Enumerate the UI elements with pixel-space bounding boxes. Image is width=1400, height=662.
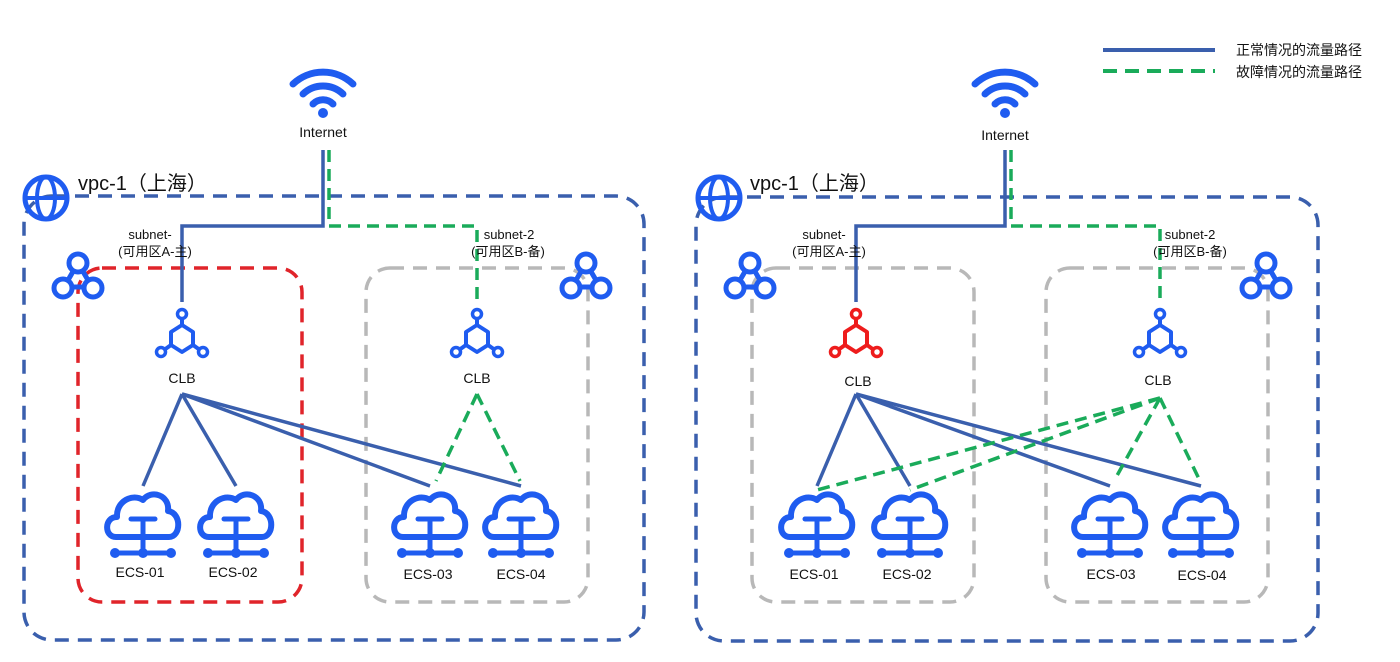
internet-wifi-icon bbox=[293, 72, 353, 118]
subnet-b-icon bbox=[1242, 254, 1290, 297]
subnet-b-zone: (可用区B-备) bbox=[1153, 244, 1227, 259]
ecs-04-icon bbox=[1165, 494, 1236, 558]
ecs-01-icon bbox=[107, 494, 178, 558]
vpc-globe-icon bbox=[698, 177, 740, 219]
ecs-04-icon bbox=[485, 494, 556, 558]
ecs-01-label: ECS-01 bbox=[115, 564, 165, 580]
clb-a-label: CLB bbox=[168, 370, 196, 386]
internet-to-clb-a-path bbox=[180, 150, 325, 302]
clb-a-to-ecs-paths bbox=[141, 392, 522, 488]
subnet-b-zone: (可用区B-备) bbox=[471, 244, 545, 259]
ecs-02-icon bbox=[874, 494, 945, 558]
internet-label: Internet bbox=[299, 124, 347, 140]
ecs-02-icon bbox=[200, 494, 271, 558]
legend-normal-label: 正常情况的流量路径 bbox=[1236, 42, 1362, 58]
vpc-boundary bbox=[22, 194, 646, 642]
subnet-b-icon bbox=[562, 254, 610, 297]
clb-a-label: CLB bbox=[844, 373, 872, 389]
vpc-boundary bbox=[694, 195, 1320, 643]
clb-a-failed-icon bbox=[828, 307, 884, 359]
zone-b-boundary bbox=[364, 266, 590, 604]
clb-a-to-ecs-paths bbox=[815, 392, 1202, 488]
ecs-01-icon bbox=[781, 494, 852, 558]
clb-b-icon bbox=[449, 307, 505, 359]
subnet-b-name: subnet-2 bbox=[1164, 227, 1216, 242]
internet-to-clb-b-failover-path bbox=[327, 150, 479, 302]
vpc-label: vpc-1（上海） bbox=[750, 173, 879, 195]
zone-a-boundary-active bbox=[76, 266, 304, 604]
ecs-04-label: ECS-04 bbox=[1177, 567, 1227, 583]
subnet-b-name: subnet-2 bbox=[483, 227, 535, 242]
ecs-04-label: ECS-04 bbox=[496, 566, 546, 582]
internet-label: Internet bbox=[981, 127, 1029, 143]
vpc-globe-icon bbox=[25, 177, 67, 219]
ecs-02-label: ECS-02 bbox=[208, 564, 258, 580]
subnet-a-zone: (可用区A-主) bbox=[792, 244, 866, 259]
diagram-failure bbox=[694, 72, 1320, 643]
subnet-a-name: subnet- bbox=[128, 227, 172, 242]
ecs-03-label: ECS-03 bbox=[403, 566, 453, 582]
ecs-03-label: ECS-03 bbox=[1086, 566, 1136, 582]
internet-to-clb-b-failover-path bbox=[1009, 150, 1162, 302]
subnet-a-name: subnet- bbox=[802, 227, 846, 242]
clb-a-icon bbox=[154, 307, 210, 359]
legend-failure-label: 故障情况的流量路径 bbox=[1236, 64, 1362, 80]
ecs-03-icon bbox=[1074, 494, 1145, 558]
diagram-normal bbox=[22, 72, 646, 642]
clb-b-to-ecs-failover-paths bbox=[434, 393, 522, 482]
subnet-a-zone: (可用区A-主) bbox=[118, 244, 192, 259]
clb-b-icon bbox=[1132, 307, 1188, 359]
zone-b-boundary bbox=[1044, 266, 1270, 604]
ecs-03-icon bbox=[394, 494, 465, 558]
ecs-02-label: ECS-02 bbox=[882, 566, 932, 582]
vpc-label: vpc-1（上海） bbox=[78, 173, 207, 195]
internet-to-clb-a-path bbox=[854, 150, 1007, 302]
clb-b-label: CLB bbox=[463, 370, 491, 386]
clb-b-to-ecs-failover-paths bbox=[816, 396, 1202, 492]
ecs-01-label: ECS-01 bbox=[789, 566, 839, 582]
subnet-a-icon bbox=[726, 254, 774, 297]
internet-wifi-icon bbox=[975, 72, 1035, 118]
clb-b-label: CLB bbox=[1144, 372, 1172, 388]
